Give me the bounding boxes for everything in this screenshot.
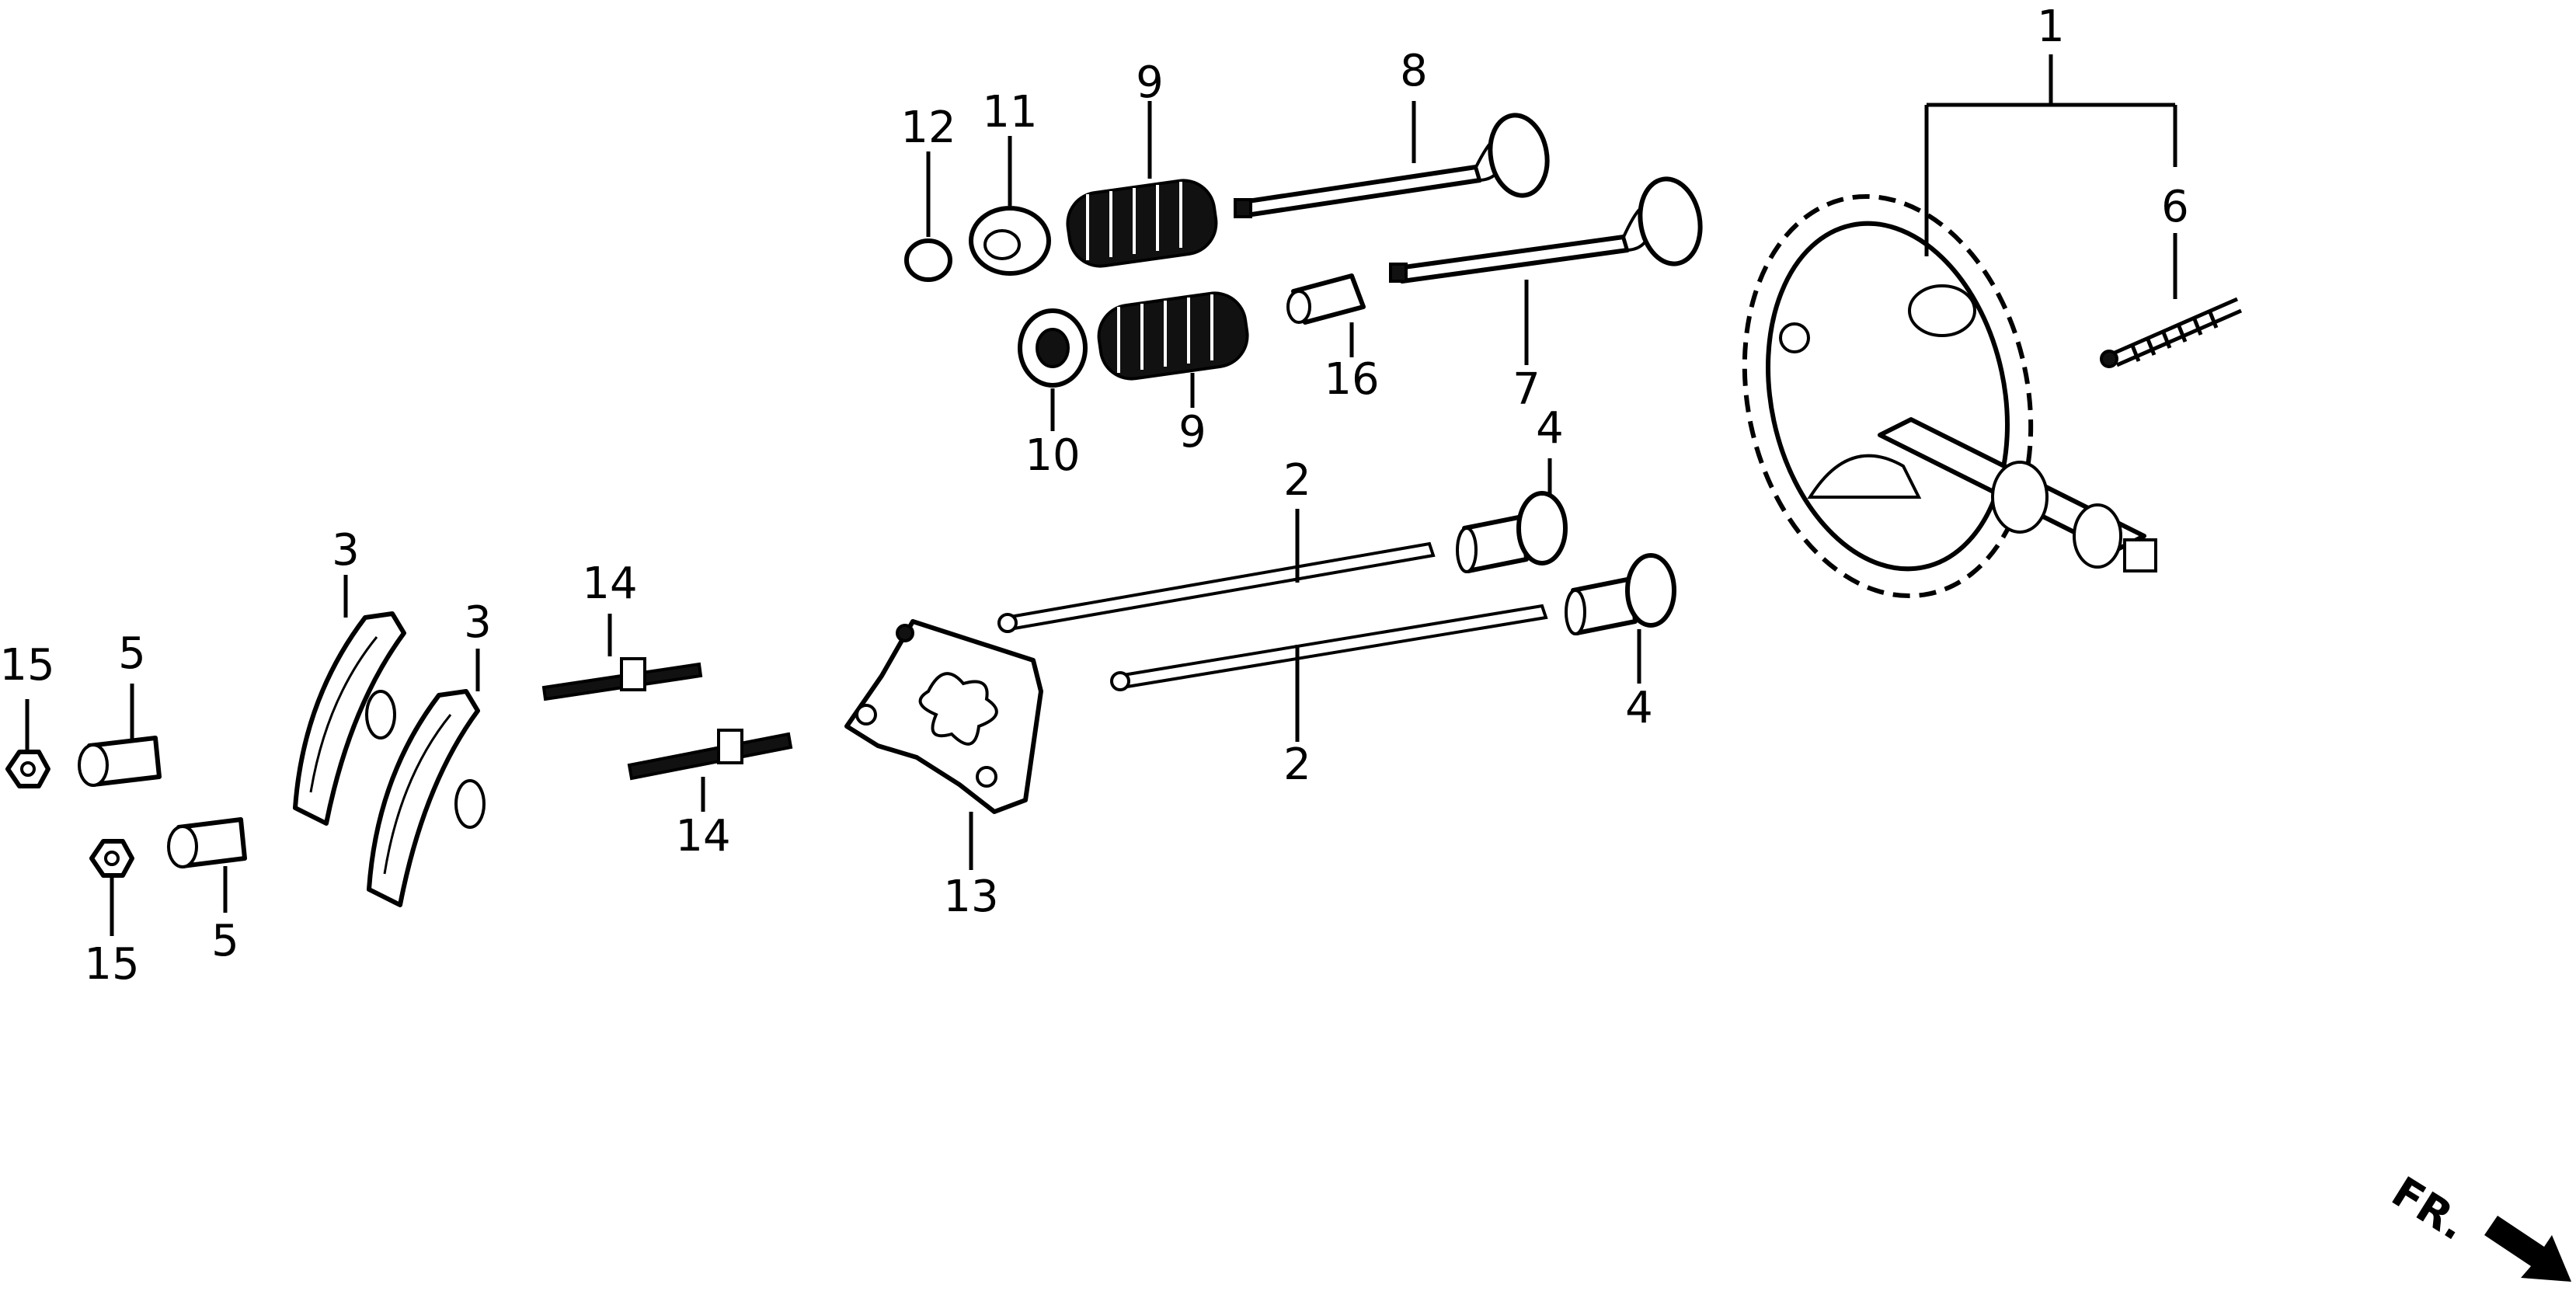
label-part-3-left: 3 bbox=[332, 525, 360, 576]
part-labels: 1 6 7 8 9 9 10 11 12 16 2 2 4 4 13 14 14… bbox=[0, 2, 2189, 990]
label-part-11: 11 bbox=[982, 87, 1037, 137]
label-part-14-upper: 14 bbox=[582, 559, 637, 609]
stem-seal bbox=[1286, 273, 1366, 325]
camshaft-gear bbox=[1742, 193, 2157, 599]
valve-spring-lower bbox=[1097, 291, 1249, 381]
label-part-1: 1 bbox=[2037, 2, 2065, 52]
leader-lines bbox=[25, 54, 2177, 936]
nut-upper bbox=[5, 750, 50, 788]
governor-spring bbox=[2100, 297, 2243, 368]
front-arrow-icon bbox=[2484, 1216, 2571, 1282]
pivot-upper bbox=[78, 736, 162, 787]
label-part-14-lower: 14 bbox=[675, 811, 730, 861]
rocker-arm-left bbox=[293, 611, 406, 826]
valve-spring-upper bbox=[1066, 179, 1218, 268]
rocker-arm-right bbox=[367, 689, 486, 907]
label-part-3-right: 3 bbox=[464, 597, 492, 648]
stud-bolt-upper bbox=[541, 657, 703, 701]
label-part-6: 6 bbox=[2161, 182, 2189, 232]
label-part-5-lower: 5 bbox=[211, 916, 239, 966]
front-label: FR. bbox=[2383, 1168, 2475, 1250]
label-part-4-lower: 4 bbox=[1625, 683, 1653, 733]
spring-retainer bbox=[969, 206, 1051, 276]
label-part-8: 8 bbox=[1400, 46, 1428, 96]
stud-bolt-lower bbox=[627, 729, 793, 781]
valve-lower bbox=[1389, 176, 1703, 284]
label-part-15-lower: 15 bbox=[84, 939, 139, 990]
label-part-7: 7 bbox=[1513, 364, 1540, 415]
label-part-2-upper: 2 bbox=[1283, 455, 1311, 506]
spring-seat bbox=[1018, 308, 1088, 388]
label-part-13: 13 bbox=[943, 872, 998, 922]
label-part-15-upper: 15 bbox=[0, 640, 55, 691]
label-part-2-lower: 2 bbox=[1283, 740, 1311, 790]
pivot-lower bbox=[167, 817, 247, 868]
label-part-4-upper: 4 bbox=[1536, 403, 1564, 454]
tappet-upper bbox=[1456, 491, 1568, 573]
label-part-12: 12 bbox=[900, 103, 956, 153]
label-part-16: 16 bbox=[1324, 354, 1379, 405]
label-part-10: 10 bbox=[1025, 430, 1080, 481]
label-part-5-upper: 5 bbox=[118, 628, 146, 679]
push-rod-upper bbox=[997, 541, 1436, 633]
valve-cap bbox=[904, 238, 952, 282]
nut-lower bbox=[89, 839, 134, 878]
label-part-9-lower: 9 bbox=[1178, 407, 1206, 458]
push-rod-lower bbox=[1110, 604, 1548, 691]
valve-upper bbox=[1234, 113, 1550, 218]
label-part-9-upper: 9 bbox=[1136, 57, 1164, 108]
tappet-lower bbox=[1565, 553, 1676, 635]
front-direction-indicator: FR. bbox=[2383, 1168, 2571, 1282]
push-rod-guide-plate bbox=[844, 619, 1043, 814]
